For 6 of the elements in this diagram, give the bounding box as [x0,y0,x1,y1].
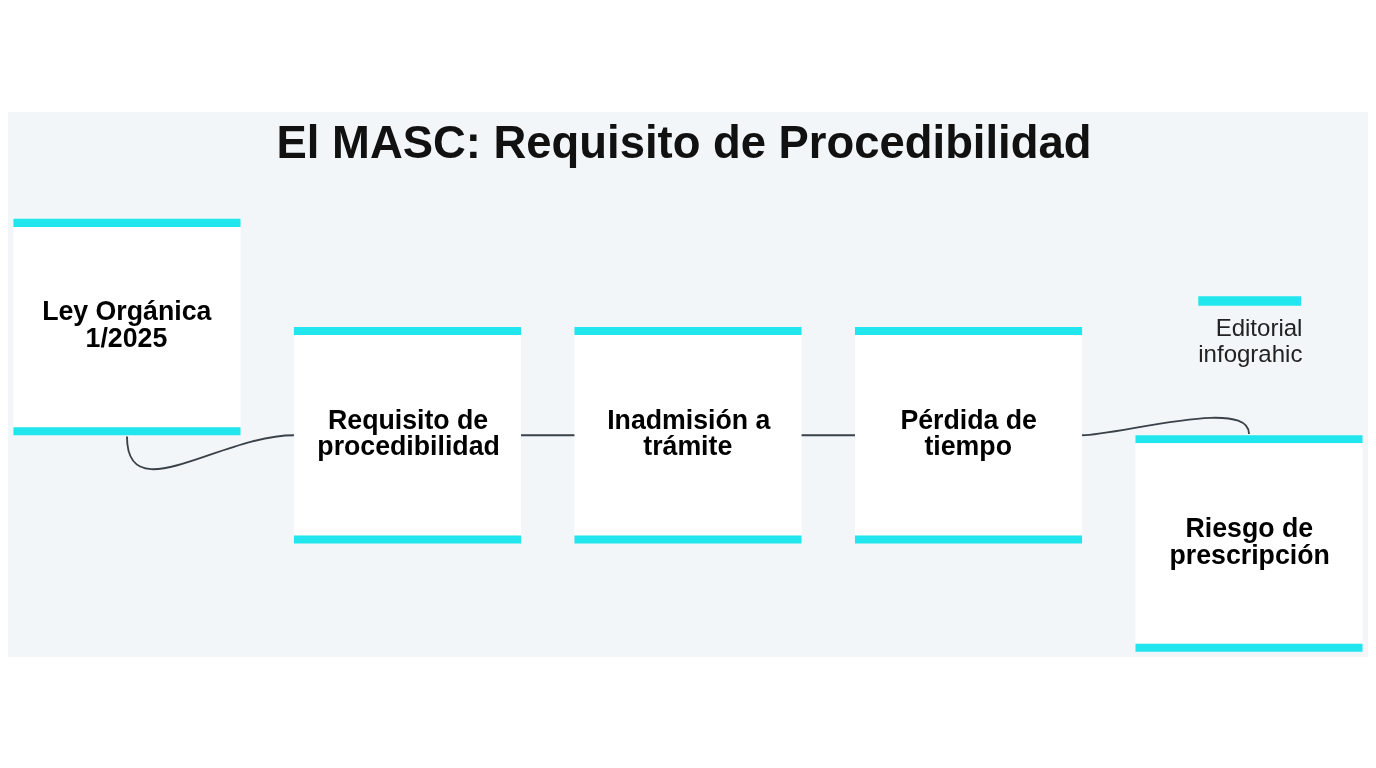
connector [520,433,576,436]
connector [800,433,856,436]
connector [126,433,295,470]
label: Editorial infograhic [1198,313,1303,367]
connector [1081,416,1250,436]
diagram-title: El MASC: Requisito de Procedibilidad [276,116,1092,168]
